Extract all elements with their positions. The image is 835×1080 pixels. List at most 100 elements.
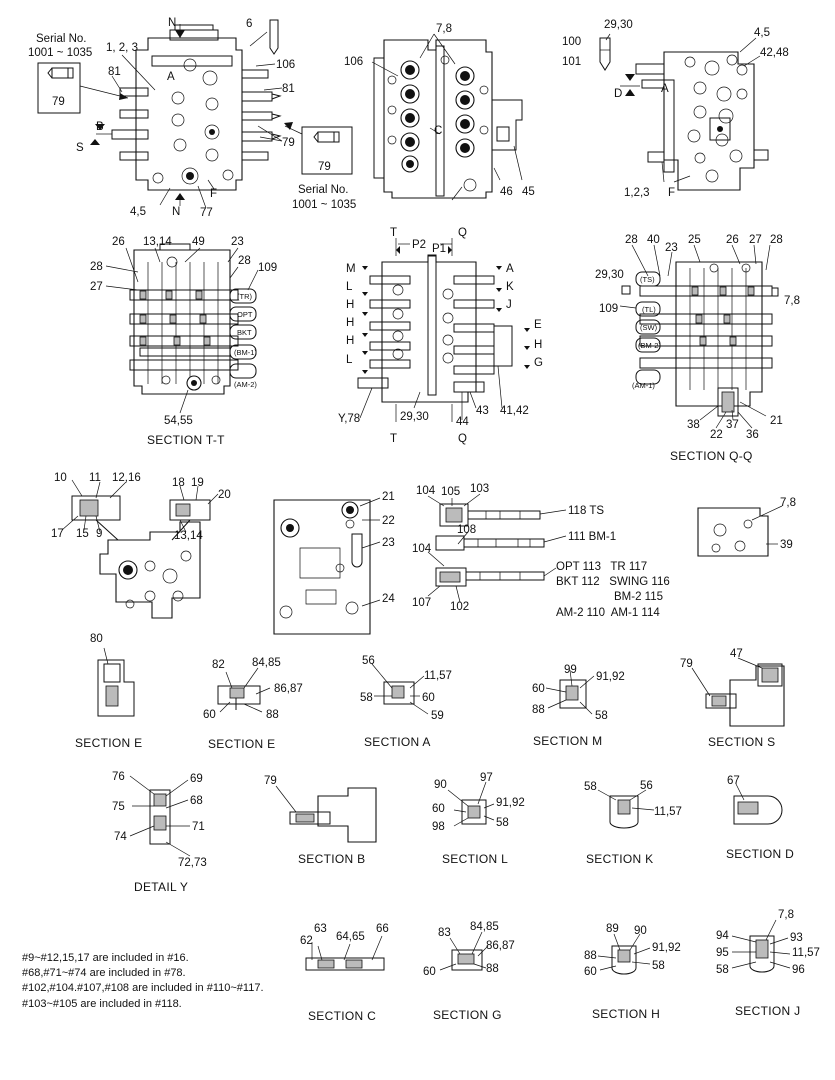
callout: 18 — [172, 477, 185, 489]
callout: 43 — [476, 405, 489, 417]
callout: 77 — [200, 207, 213, 219]
spool-list-item: AM-2 110 AM-1 114 — [556, 607, 660, 619]
callout: 25 — [688, 234, 701, 246]
callout: L — [346, 354, 353, 366]
callout: 58 — [652, 960, 665, 972]
callout: 23 — [382, 537, 395, 549]
callout: 67 — [727, 775, 740, 787]
section-d — [733, 783, 783, 825]
callout: D — [614, 88, 622, 100]
callout: 26 — [726, 234, 739, 246]
callout: 91,92 — [652, 942, 681, 954]
section-q-q-view — [619, 244, 779, 429]
callout: H — [534, 339, 542, 351]
callout: C — [434, 125, 442, 137]
callout: 60 — [203, 709, 216, 721]
callout: 36 — [746, 429, 759, 441]
callout: 91,92 — [496, 797, 525, 809]
callout: 29,30 — [604, 19, 633, 31]
valve-side-view — [599, 33, 769, 191]
callout: 19 — [191, 477, 204, 489]
section-pq-labels: T P2 P1 Q M L H H H L A K J E H G Y,78 2… — [338, 227, 543, 445]
callout: 60 — [422, 692, 435, 704]
section-title: SECTION H — [592, 1007, 660, 1021]
port-tag: (BM-1) — [234, 348, 257, 357]
section-j — [731, 919, 791, 973]
spool-list-item: BM-2 115 — [614, 591, 663, 603]
spool-labels: 104 105 103 118 TS 111 BM-1 104 108 107 … — [412, 483, 670, 619]
port-tag: (AM-2) — [234, 380, 257, 389]
callout: 23 — [665, 242, 678, 254]
callout: 45 — [522, 186, 535, 198]
callout: 79 — [680, 658, 693, 670]
callout-serial-title: Serial No. — [298, 184, 349, 196]
callout: 46 — [500, 186, 513, 198]
callout: 58 — [496, 817, 509, 829]
callout: 58 — [716, 964, 729, 976]
callout: 38 — [687, 419, 700, 431]
callout: 56 — [362, 655, 375, 667]
callout: 10 — [54, 472, 67, 484]
section-t-t-view — [105, 243, 259, 414]
port-tag: (AM-1) — [632, 381, 655, 390]
callout: 11 — [89, 472, 101, 484]
callout: 88 — [266, 709, 279, 721]
callout: 84,85 — [470, 921, 499, 933]
callout: A — [506, 263, 514, 275]
callout-label: 79 — [318, 161, 331, 173]
callout: 60 — [532, 683, 545, 695]
callout: 104 — [416, 485, 436, 497]
callout: 4,5 — [754, 27, 770, 39]
callout: 60 — [432, 803, 445, 815]
callout: 47 — [730, 648, 743, 660]
callout: 44 — [456, 416, 469, 428]
callout: 11,57 — [792, 947, 820, 959]
callout: Y,78 — [338, 413, 360, 425]
callout: F — [668, 187, 675, 199]
callout: 101 — [562, 56, 581, 68]
callout: K — [506, 281, 514, 293]
callout: 42,48 — [760, 47, 789, 59]
callout: S — [76, 142, 84, 154]
callout: 104 — [412, 543, 432, 555]
top-left-labels: Serial No. 1001 ~ 1035 79 N 6 1, 2, 3 81… — [28, 17, 356, 219]
callout: 58 — [584, 781, 597, 793]
plate-labels: 21 22 23 24 — [382, 491, 395, 605]
section-b — [275, 785, 377, 843]
callout: 100 — [562, 36, 581, 48]
callout: 60 — [423, 966, 436, 978]
spool-group — [427, 493, 567, 603]
valve-small-block — [697, 505, 783, 557]
note: #9~#12,15,17 are included in #16. — [22, 952, 189, 964]
callout: 76 — [112, 771, 125, 783]
callout: 86,87 — [486, 940, 515, 952]
callout: 95 — [716, 947, 729, 959]
callout: G — [534, 357, 543, 369]
row2-labels: 76 69 75 68 74 71 72,73 DETAIL Y 79 SECT… — [112, 771, 794, 894]
callout: 24 — [382, 593, 395, 605]
note: #102,#104.#107,#108 are included in #110… — [22, 982, 264, 995]
callout: 29,30 — [595, 269, 624, 281]
section-title: SECTION E — [208, 737, 275, 751]
callout: 22 — [710, 429, 723, 441]
serial-title: Serial No. — [36, 33, 87, 45]
callout: 27 — [90, 281, 103, 293]
section-e-1 — [97, 647, 135, 717]
callout: 37 — [726, 419, 739, 431]
section-title: SECTION A — [364, 735, 431, 749]
callout: T — [390, 227, 397, 239]
callout: 118 TS — [568, 505, 604, 517]
callout: 7,8 — [436, 23, 452, 35]
callout: 84,85 — [252, 657, 281, 669]
callout: 74 — [114, 831, 127, 843]
valve-section-detail — [61, 479, 219, 619]
callout: 72,73 — [178, 857, 207, 869]
callout: 7,8 — [778, 909, 794, 921]
section-g — [439, 931, 489, 971]
callout: 80 — [90, 633, 103, 645]
callout: 97 — [480, 772, 493, 784]
callout: 54,55 — [164, 415, 193, 427]
callout: 60 — [584, 966, 597, 978]
callout: 106 — [344, 56, 363, 68]
